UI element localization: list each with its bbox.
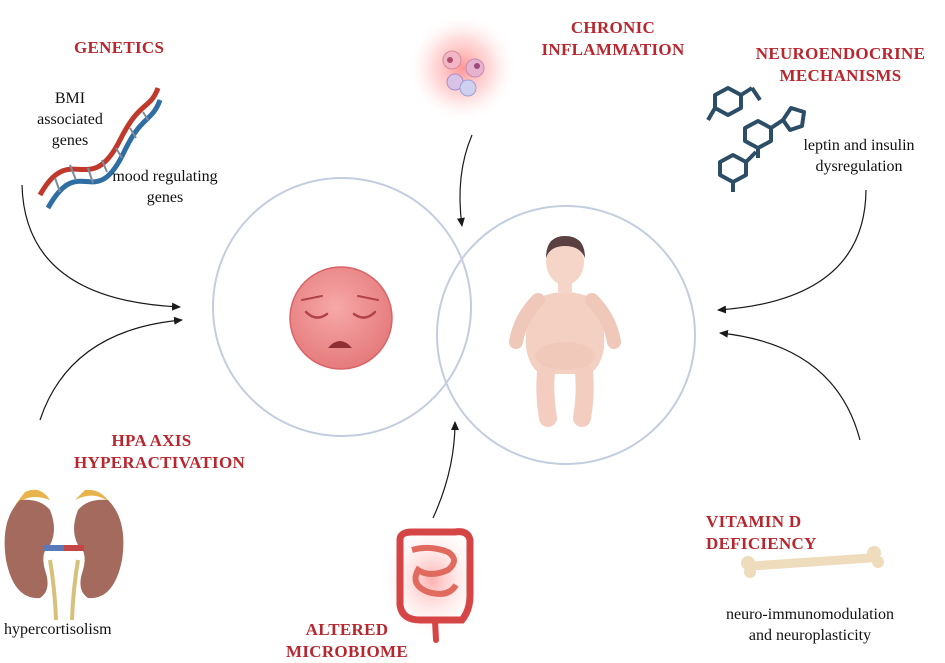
- neuro-label-line1: neuro-immunomodulation: [726, 606, 894, 623]
- neuro-label-line2: and neuroplasticity: [748, 627, 872, 644]
- arrow-genetics: [21, 184, 181, 311]
- neuroendocrine-title-line1: NEUROENDOCRINE: [755, 44, 926, 63]
- vitamin-d-title-line1: VITAMIN D: [706, 512, 802, 531]
- leptin-label: leptin and insulin dysregulation: [784, 135, 934, 177]
- molecule-structure-icon: [706, 86, 806, 192]
- mood-genes-label: mood regulating genes: [90, 166, 240, 208]
- vitamin-d-title: VITAMIN D DEFICIENCY: [706, 511, 817, 555]
- arrow-hpa: [39, 316, 183, 421]
- neuro-immuno-label: neuro-immunomodulation and neuroplastici…: [700, 604, 920, 646]
- inflammation-title-line1: CHRONIC: [570, 18, 656, 37]
- microbiome-title-line1: ALTERED: [305, 620, 389, 639]
- arrow-neuroendocrine: [717, 189, 867, 314]
- obesity-circle: [436, 205, 696, 465]
- mood-label-line2: genes: [146, 189, 184, 206]
- hpa-title-line1: HPA AXIS: [111, 431, 192, 450]
- sad-face-icon: [289, 266, 393, 370]
- arrow-microbiome: [432, 421, 459, 519]
- bmi-label-line3: genes: [51, 132, 89, 149]
- bmi-label-line2: associated: [37, 111, 103, 128]
- bmi-label-line1: BMI: [54, 90, 86, 107]
- depression-circle: [212, 177, 472, 437]
- arrow-vitamin-d: [719, 329, 861, 441]
- genetics-title: GENETICS: [74, 38, 165, 57]
- mood-label-line1: mood regulating: [112, 168, 218, 185]
- leptin-label-line1: leptin and insulin: [803, 137, 915, 154]
- hypercortisolism-label: hypercortisolism: [4, 621, 112, 638]
- neuroendocrine-title: NEUROENDOCRINE MECHANISMS: [738, 43, 943, 87]
- hpa-title-line2: HYPERACTIVATION: [74, 453, 246, 472]
- hpa-title: HPA AXIS HYPERACTIVATION: [74, 430, 246, 474]
- bmi-genes-label: BMI associated genes: [15, 88, 125, 151]
- inflammation-title-line2: INFLAMMATION: [541, 40, 685, 59]
- intestine-icon: [377, 518, 487, 643]
- arrow-inflammation: [456, 134, 473, 227]
- dna-helix-icon: [37, 87, 163, 210]
- bone-icon: [741, 546, 884, 578]
- kidneys-adrenal-icon: [4, 489, 124, 621]
- neuroendocrine-title-line2: MECHANISMS: [779, 66, 902, 85]
- leptin-label-line2: dysregulation: [815, 158, 903, 175]
- person-body-icon: [509, 236, 621, 427]
- vitamin-d-title-line2: DEFICIENCY: [706, 534, 817, 553]
- microbiome-title-line2: MICROBIOME: [286, 642, 408, 661]
- inflammation-title: CHRONIC INFLAMMATION: [528, 17, 698, 61]
- immune-cells-icon: [407, 13, 517, 123]
- microbiome-title: ALTERED MICROBIOME: [272, 619, 422, 663]
